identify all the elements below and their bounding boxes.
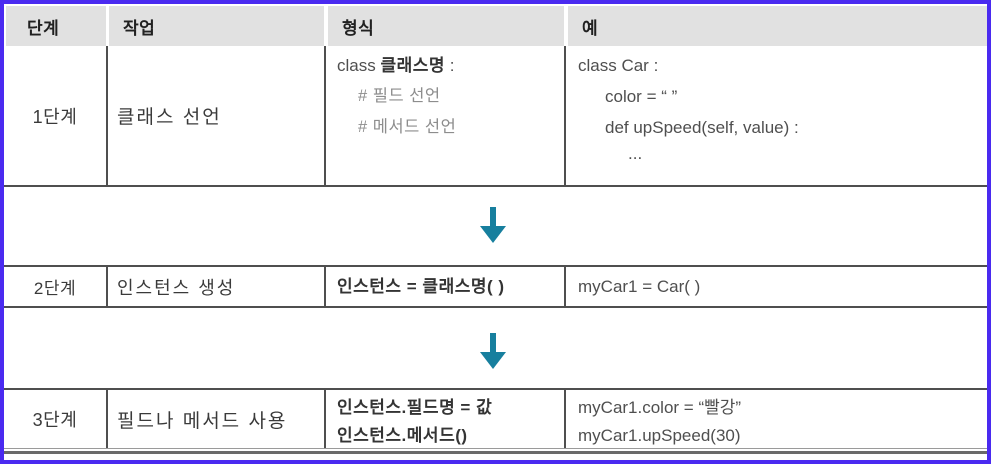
row1-divider-1 (106, 46, 108, 185)
row1-example-cell: class Car : color = “ ” def upSpeed(self… (578, 50, 799, 171)
row2-step-label: 2단계 (33, 279, 77, 298)
row3-step-label: 3단계 (32, 410, 78, 430)
header-example-label: 예 (582, 18, 599, 38)
down-arrow-icon (480, 333, 506, 369)
format-colon: : (445, 56, 455, 75)
row3-divider-1 (106, 388, 108, 448)
row2-task-cell: 인스턴스 생성 (117, 267, 322, 306)
row3-format-cell: 인스턴스.필드명 = 값 인스턴스.메서드() (337, 394, 492, 450)
header-cell-format: 형식 (328, 6, 564, 46)
example-code-line: color = “ ” (605, 87, 678, 106)
header-cell-step: 단계 (6, 6, 106, 46)
row2-example-cell: myCar1 = Car( ) (578, 273, 700, 301)
row3-divider-2 (324, 388, 326, 448)
row1-divider-3 (564, 46, 566, 185)
format-line: class 클래스명 : (337, 50, 456, 81)
row3-task-cell: 필드나 메서드 사용 (117, 390, 322, 448)
row2-divider-2 (324, 265, 326, 308)
row1-divider-2 (324, 46, 326, 185)
example-code-line: myCar1 = Car( ) (578, 277, 701, 296)
row3-divider-3 (564, 388, 566, 448)
header-format-label: 형식 (342, 18, 375, 38)
table-bottom-line-thick (4, 451, 987, 454)
row1-step-label: 1단계 (32, 106, 78, 127)
row3-top-line (4, 388, 987, 390)
row2-top-line (4, 265, 987, 267)
example-code-line: ... (628, 144, 643, 163)
example-code-line: myCar1.upSpeed(30) (578, 426, 741, 445)
format-comment-line: # 메서드 선언 (358, 118, 457, 136)
row2-step-cell: 2단계 (4, 267, 106, 306)
row2-task-label: 인스턴스 생성 (117, 277, 236, 298)
format-line: 인스턴스.메서드() (337, 426, 468, 445)
down-arrow-icon (480, 207, 506, 243)
row3-task-label: 필드나 메서드 사용 (117, 410, 288, 432)
row1-bottom-line (4, 185, 987, 187)
header-cell-task: 작업 (109, 6, 324, 46)
row2-divider-3 (564, 265, 566, 308)
row2-bottom-line (4, 306, 987, 308)
format-placeholder: 클래스명 (380, 56, 446, 75)
row2-divider-1 (106, 265, 108, 308)
header-task-label: 작업 (123, 18, 156, 38)
header-step-label: 단계 (27, 18, 60, 38)
format-keyword: class (337, 56, 381, 75)
row1-task-label: 클래스 선언 (117, 107, 222, 128)
format-comment-line: # 필드 선언 (358, 87, 441, 105)
row3-step-cell: 3단계 (4, 390, 106, 448)
format-line: 인스턴스 = 클래스명( ) (337, 277, 505, 296)
row1-step-cell: 1단계 (4, 46, 106, 185)
header-cell-example: 예 (568, 6, 987, 46)
row3-example-cell: myCar1.color = “빨강” myCar1.upSpeed(30) (578, 394, 741, 450)
row1-format-cell: class 클래스명 : # 필드 선언 # 메서드 선언 (337, 50, 456, 143)
format-line: 인스턴스.필드명 = 값 (337, 398, 493, 417)
example-code-line: class Car : (578, 56, 659, 75)
example-code-line: def upSpeed(self, value) : (605, 118, 799, 137)
table-bottom-line-thin (4, 448, 987, 449)
row2-format-cell: 인스턴스 = 클래스명( ) (337, 273, 505, 301)
example-code-line: myCar1.color = “빨강” (578, 398, 742, 417)
row1-task-cell: 클래스 선언 (117, 46, 322, 185)
